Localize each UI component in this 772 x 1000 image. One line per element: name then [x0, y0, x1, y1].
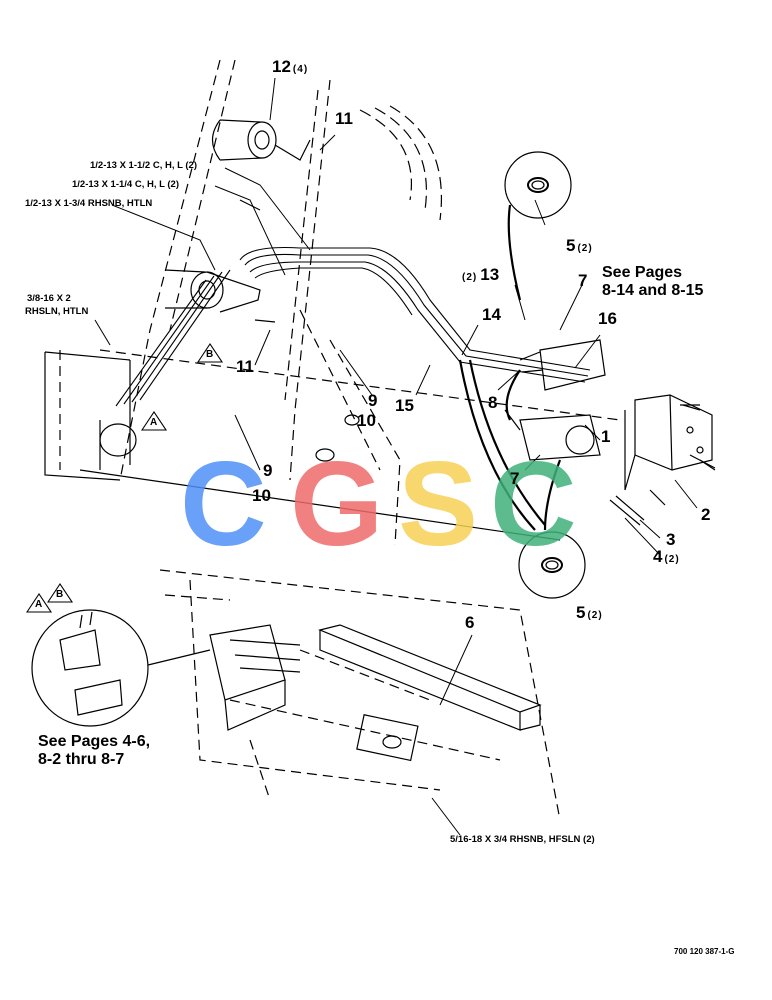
callout-15: 15	[395, 396, 414, 415]
lower-frame	[159, 569, 561, 821]
callout-5-top-qty: (2)	[577, 243, 593, 254]
hydraulic-tubes	[115, 247, 591, 407]
see-pages-left-line1: See Pages 4-6,	[38, 733, 151, 750]
triangle-markers	[25, 343, 224, 613]
callout-10-b: 10	[252, 486, 271, 505]
callout-2: 2	[701, 505, 711, 524]
fastener-spec-4a: 3/8-16 X 2	[27, 293, 71, 304]
hydraulic-hoses	[458, 204, 562, 531]
callout-5-low-qty: (2)	[587, 610, 603, 621]
watermark: C G S C	[180, 445, 577, 555]
callout-7-low: 7	[510, 469, 520, 488]
callout-5-top-number: 5	[566, 236, 576, 255]
detail-fittings	[59, 611, 123, 716]
callout-3: 3	[666, 530, 676, 549]
callout-4-number: 4	[653, 547, 663, 566]
detail-marker-a-main: A	[150, 417, 158, 428]
detail-circle-valve	[31, 609, 149, 727]
detail-marker-b-inset: B	[56, 589, 64, 600]
callout-7-top: 7	[578, 271, 588, 290]
valve-block	[209, 624, 419, 762]
callout-12-number: 12	[272, 57, 291, 76]
document-id: 700 120 387-1-G	[674, 947, 735, 956]
see-pages-right-line1: See Pages	[602, 264, 683, 281]
callout-9-a: 9	[368, 391, 378, 410]
detail-marker-b-main: B	[206, 349, 214, 360]
fastener-spec-5: 5/16-18 X 3/4 RHSNB, HFSLN (2)	[450, 834, 595, 845]
callout-10-a: 10	[357, 411, 376, 430]
fastener-spec-4b: RHSLN, HTLN	[25, 306, 89, 317]
see-pages-left-line2: 8-2 thru 8-7	[38, 751, 125, 768]
callout-16: 16	[598, 309, 617, 328]
callout-13-qty: (2)	[462, 272, 478, 283]
callout-1: 1	[601, 427, 611, 446]
callout-14: 14	[482, 305, 501, 324]
see-pages-right-line2: 8-14 and 8-15	[602, 282, 704, 299]
callout-12: 12(4)	[272, 58, 308, 75]
fastener-spec-3: 1/2-13 X 1-3/4 RHSNB, HTLN	[25, 198, 153, 209]
callout-9-b: 9	[263, 461, 273, 480]
callout-8: 8	[488, 393, 498, 412]
shield-arcs	[359, 105, 442, 221]
bolts	[239, 199, 716, 526]
callout-5-top: 5(2)	[566, 237, 593, 254]
callout-5-low: 5(2)	[576, 604, 603, 621]
watermark-letter-c1: C	[180, 445, 267, 555]
watermark-letter-g: G	[290, 445, 383, 555]
pivot-housing-top	[211, 119, 311, 161]
callout-4-qty: (2)	[664, 554, 680, 565]
cylinder-upper	[519, 339, 606, 391]
callout-12-qty: (4)	[292, 64, 309, 75]
callout-11-mid: 11	[236, 357, 254, 376]
watermark-letter-s: S	[398, 445, 478, 555]
callout-6: 6	[465, 613, 475, 632]
callout-13-number: 13	[480, 265, 500, 284]
upper-frame-solid	[44, 351, 561, 541]
callout-13: (2)13	[460, 266, 499, 283]
angle-bracket	[318, 624, 542, 731]
detail-circle-top	[504, 151, 572, 219]
watermark-letter-c2: C	[490, 445, 577, 555]
callout-4: 4(2)	[653, 548, 680, 565]
callout-5-low-number: 5	[576, 603, 586, 622]
detail-marker-a-inset: A	[35, 599, 43, 610]
detail-circle-bottom	[518, 531, 586, 599]
pivot-housing-mid	[164, 269, 261, 313]
mounting-plate	[624, 394, 716, 491]
fastener-spec-1: 1/2-13 X 1-1/2 C, H, L (2)	[90, 160, 198, 171]
access-hole	[99, 423, 137, 457]
leader-lines	[94, 77, 698, 836]
fastener-spec-2: 1/2-13 X 1-1/4 C, H, L (2)	[72, 179, 180, 190]
callout-11-top: 11	[335, 109, 353, 128]
